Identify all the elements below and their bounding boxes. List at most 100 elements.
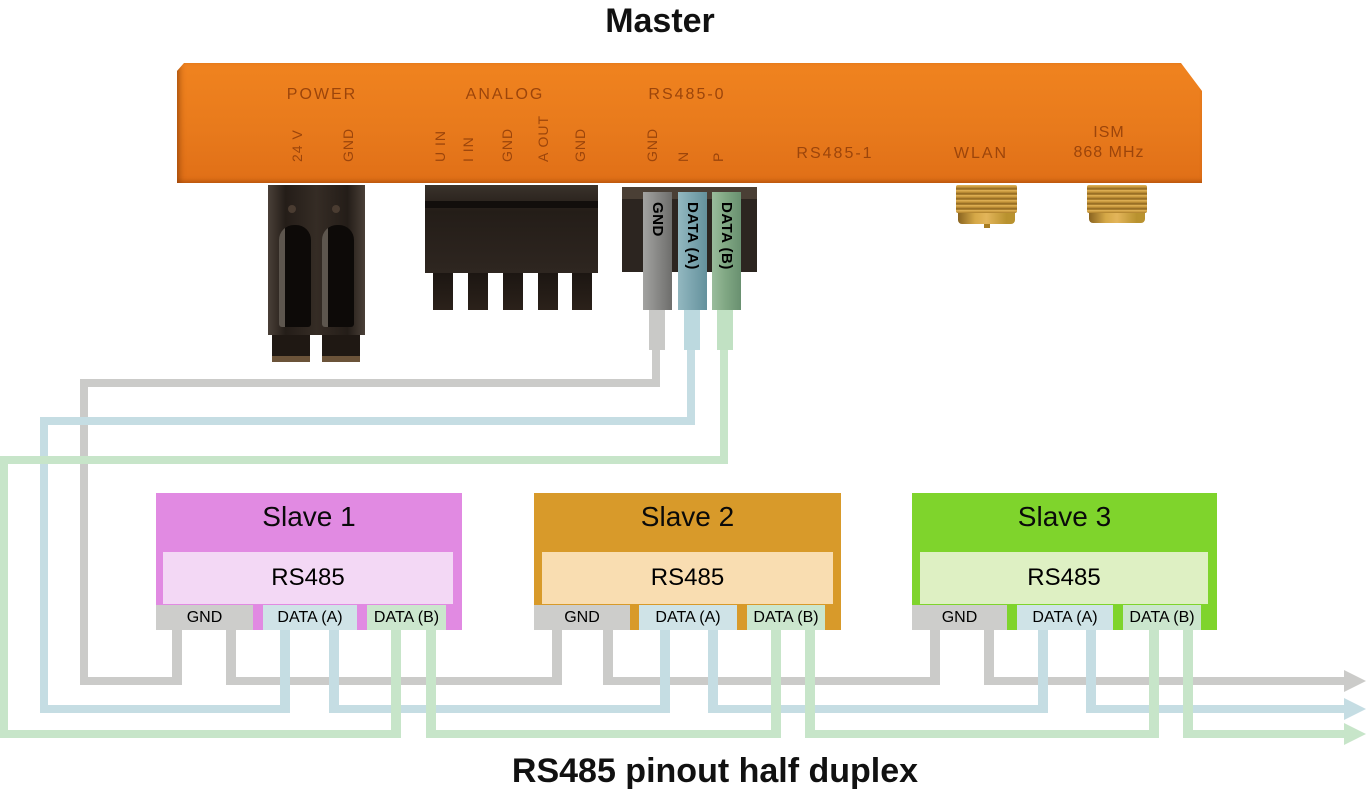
wire-data-b-master-drop (720, 345, 728, 464)
wire-data-b-bus-seg2 (805, 730, 1159, 738)
master-pin-rs485-p: P (710, 151, 726, 162)
slave2-pin-data-a: DATA (A) (639, 605, 737, 630)
power-connector-foot (322, 335, 360, 362)
slave1-pin-data-b: DATA (B) (367, 605, 446, 630)
power-connector-slot (279, 225, 311, 327)
slave3-data-a-stub-right (1086, 628, 1096, 713)
power-connector-dot (332, 205, 340, 213)
slave1-gnd-stub-left (172, 628, 182, 685)
master-section-rs485-1: RS485-1 (796, 145, 874, 162)
wire-gnd-master-drop (652, 345, 660, 387)
wire-gnd-master-horizontal (80, 379, 660, 387)
power-connector-slot (322, 225, 354, 327)
wire-data-a-bus-seg0 (40, 705, 290, 713)
slave1-pin-gnd: GND (156, 605, 253, 630)
slave2-pin-data-b: DATA (B) (747, 605, 825, 630)
wire-data-a-master-vertical (40, 417, 48, 713)
slave2-data-a-stub-left (660, 628, 670, 713)
slave3-gnd-stub-left (930, 628, 940, 685)
master-pin-analog-gnd: GND (499, 127, 515, 162)
slave2-gnd-stub-right (603, 628, 613, 685)
diagram-caption: RS485 pinout half duplex (511, 752, 919, 790)
wire-data-b-arrow-icon (1344, 723, 1366, 745)
rs485-plug-gnd-label: GND (649, 202, 666, 237)
rs485-plug-data-b (712, 192, 741, 310)
wire-data-a-master-drop (687, 345, 695, 425)
wire-data-a-bus-seg2 (708, 705, 1048, 713)
slave1-data-a-stub-left (280, 628, 290, 713)
slave2-pin-gnd: GND (534, 605, 630, 630)
slave3-gnd-stub-right (984, 628, 994, 685)
rs485-plug-data-a (678, 192, 707, 310)
master-pin-analog-gnd2: GND (572, 127, 588, 162)
slave2-data-a-stub-right (708, 628, 718, 713)
master-section-rs485-0: RS485-0 (648, 86, 726, 103)
slave2-data-b-stub-right (805, 628, 815, 738)
slave1-data-b-stub-right (426, 628, 436, 738)
rs485-plug-data-a-label: DATA (A) (684, 202, 701, 270)
slave2-title: Slave 2 (640, 501, 735, 532)
master-pin-power-gnd: GND (340, 127, 356, 162)
wire-data-b-master-vertical (0, 456, 8, 738)
master-device (177, 63, 1202, 183)
wire-data-a-master-horizontal (40, 417, 695, 425)
master-section-wlan: WLAN (953, 145, 1009, 162)
wire-gnd-bus-seg3 (984, 677, 1346, 685)
master-pin-u-in: U IN (432, 130, 448, 162)
ism-antenna-connector (1087, 185, 1147, 213)
slave2-rs485-module: RS485 (542, 552, 833, 604)
slave2-gnd-stub-left (552, 628, 562, 685)
slave1-gnd-stub-right (226, 628, 236, 685)
wire-data-a-bus-seg3 (1086, 705, 1346, 713)
rs485-plug-gnd (643, 192, 672, 310)
master-pin-rs485-gnd: GND (644, 127, 660, 162)
wlan-antenna-base (958, 213, 1015, 224)
wire-gnd-bus-seg0 (80, 677, 182, 685)
rs485-plug-data-b-label: DATA (B) (718, 202, 735, 270)
slave3-data-b-stub-right (1183, 628, 1193, 738)
wire-data-b-bus-seg3 (1183, 730, 1346, 738)
master-section-ism-freq: 868 MHz (1073, 144, 1145, 161)
master-section-ism: ISM (1093, 124, 1125, 141)
slave1-rs485-module: RS485 (163, 552, 453, 604)
analog-connector-prong (538, 273, 558, 310)
rs485-data-a-wire-stub (684, 308, 700, 350)
wlan-antenna-pin (984, 224, 990, 228)
rs485-gnd-wire-stub (649, 308, 665, 350)
wire-data-b-master-horizontal (0, 456, 728, 464)
slave3-pin-gnd: GND (912, 605, 1007, 630)
wire-data-b-bus-seg0 (0, 730, 401, 738)
wlan-antenna-connector (956, 185, 1017, 213)
analog-connector-groove (425, 201, 598, 208)
master-section-power: POWER (286, 86, 358, 103)
master-title: Master (605, 2, 715, 40)
slave3-data-b-stub-left (1149, 628, 1159, 738)
slave3-pin-data-a: DATA (A) (1017, 605, 1113, 630)
slave1-pin-data-a: DATA (A) (263, 605, 357, 630)
slave1-data-a-stub-right (329, 628, 339, 713)
master-section-analog: ANALOG (465, 86, 545, 103)
slave3-title: Slave 3 (1017, 501, 1112, 532)
ism-antenna-base (1089, 213, 1145, 223)
analog-connector-prong (433, 273, 453, 310)
master-pin-rs485-n: N (675, 150, 691, 162)
analog-connector-prong (572, 273, 592, 310)
analog-connector (425, 185, 598, 273)
slave3-rs485-module: RS485 (920, 552, 1208, 604)
slave1-data-b-stub-left (391, 628, 401, 738)
analog-connector-prong (468, 273, 488, 310)
rs485-data-b-wire-stub (717, 308, 733, 350)
analog-connector-prong (503, 273, 523, 310)
power-connector-foot (272, 335, 310, 362)
master-pin-a-out: A OUT (535, 114, 551, 162)
master-pin-i-in: I IN (460, 136, 476, 162)
wire-data-b-bus-seg1 (426, 730, 781, 738)
slave1-title: Slave 1 (262, 501, 356, 532)
wire-gnd-arrow-icon (1344, 670, 1366, 692)
slave2-data-b-stub-left (771, 628, 781, 738)
slave3-data-a-stub-left (1038, 628, 1048, 713)
slave3-pin-data-b: DATA (B) (1123, 605, 1201, 630)
wire-gnd-master-vertical (80, 379, 88, 685)
wire-data-a-bus-seg1 (329, 705, 670, 713)
